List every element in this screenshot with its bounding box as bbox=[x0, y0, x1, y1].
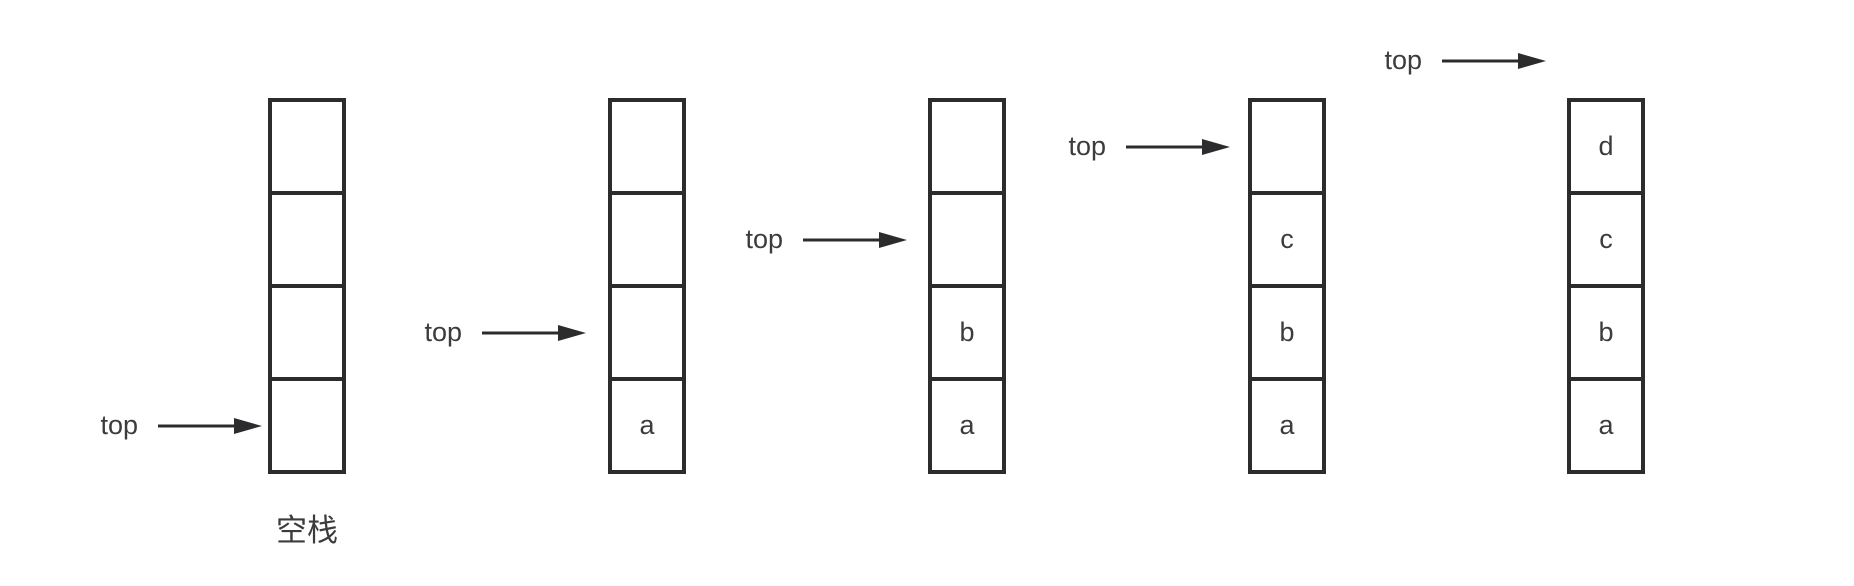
arrow-right-icon bbox=[158, 417, 262, 434]
top-pointer-frame-3: top bbox=[745, 223, 907, 256]
stack-cell: a bbox=[1279, 410, 1295, 440]
stack-frame-5: d c b a bbox=[1567, 98, 1645, 474]
stack-cell: a bbox=[1598, 410, 1614, 440]
stack-cell: b bbox=[1571, 288, 1641, 381]
top-pointer-frame-2: top bbox=[424, 316, 586, 349]
arrow-right-icon bbox=[1126, 138, 1230, 155]
arrow-right-icon bbox=[482, 324, 586, 341]
stack-cell bbox=[932, 102, 1002, 195]
stack-frame-2: a bbox=[608, 98, 686, 474]
top-pointer-frame-5: top bbox=[1384, 44, 1546, 77]
top-pointer-label: top bbox=[1384, 45, 1422, 75]
top-pointer-frame-4: top bbox=[1068, 130, 1230, 163]
arrow-right-icon bbox=[1442, 52, 1546, 69]
arrow-right-icon bbox=[803, 231, 907, 248]
stack-cell: b bbox=[932, 288, 1002, 381]
stack-cell: b bbox=[1252, 288, 1322, 381]
top-pointer-frame-1: top bbox=[100, 409, 262, 442]
empty-stack-caption: 空栈 bbox=[276, 513, 338, 548]
stack-cell bbox=[272, 195, 342, 288]
stack-frame-1 bbox=[268, 98, 346, 474]
top-pointer-label: top bbox=[1068, 131, 1106, 161]
stack-cell bbox=[272, 102, 342, 195]
stack-cell bbox=[612, 288, 682, 381]
top-pointer-label: top bbox=[424, 317, 462, 347]
top-pointer-label: top bbox=[100, 410, 138, 440]
stack-cell: c bbox=[1252, 195, 1322, 288]
stack-cell: c bbox=[1571, 195, 1641, 288]
stack-cell bbox=[612, 102, 682, 195]
stack-frame-3: b a bbox=[928, 98, 1006, 474]
stack-cell bbox=[612, 195, 682, 288]
stack-cell: d bbox=[1571, 102, 1641, 195]
stack-frame-4: c b a bbox=[1248, 98, 1326, 474]
stack-cell: a bbox=[639, 410, 655, 440]
stack-cell bbox=[272, 381, 342, 470]
stack-cell: a bbox=[959, 410, 975, 440]
stack-cell bbox=[1252, 102, 1322, 195]
stack-cell bbox=[272, 288, 342, 381]
stack-cell bbox=[932, 195, 1002, 288]
top-pointer-label: top bbox=[745, 224, 783, 254]
